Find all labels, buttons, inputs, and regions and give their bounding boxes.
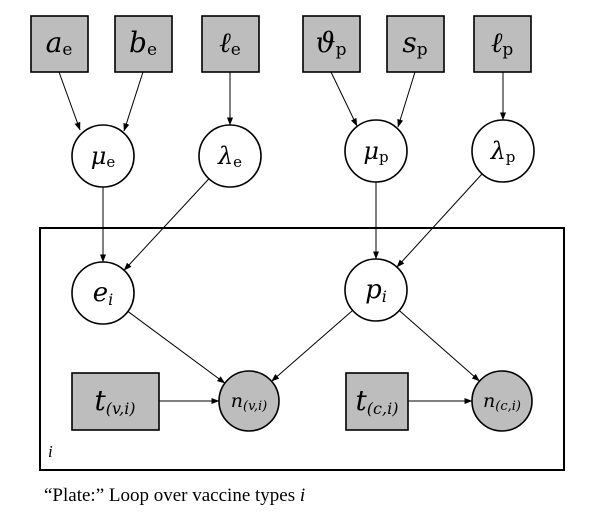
node-s-p-subscript: p — [417, 40, 428, 60]
svg-text:ϑp: ϑp — [316, 26, 347, 60]
node-e-i: ei — [71, 261, 135, 325]
caption-variable: i — [300, 485, 305, 506]
edge-p-i-to-n-ci — [398, 310, 480, 382]
edge-theta-p-to-mu-p — [330, 71, 358, 127]
node-n-v-i-subscript: (v,i) — [243, 399, 267, 414]
node-n-v-i-symbol: n — [231, 390, 243, 412]
caption-text: “Plate:” Loop over vaccine types — [44, 485, 300, 506]
svg-text:λp: λp — [490, 137, 516, 166]
svg-text:ei: ei — [93, 278, 114, 309]
edge-a-e-to-mu-e — [58, 71, 81, 131]
node-theta-p-subscript: p — [336, 40, 347, 60]
nodes-group: ae be ℓe ϑp sp — [30, 15, 535, 432]
node-ell-p-subscript: p — [502, 40, 513, 60]
node-t-c-i-symbol: t — [356, 384, 368, 417]
edges-group — [58, 71, 507, 405]
svg-text:t(v,i): t(v,i) — [94, 384, 135, 418]
edge-lambda-e-to-e-i — [123, 178, 210, 271]
svg-text:pi: pi — [365, 275, 387, 306]
node-lambda-e-symbol: λ — [217, 142, 233, 170]
plate-box — [39, 227, 565, 471]
node-p-i-symbol: p — [365, 275, 382, 305]
node-e-i-subscript: i — [108, 290, 113, 309]
svg-text:sp: sp — [402, 26, 427, 60]
node-t-v-i: t(v,i) — [71, 372, 160, 431]
node-lambda-e: λe — [198, 124, 262, 188]
node-t-c-i-subscript: (c,i) — [367, 399, 399, 418]
node-lambda-p-symbol: λ — [490, 137, 506, 165]
node-lambda-e-subscript: e — [233, 153, 242, 171]
edge-p-i-to-n-vi — [271, 310, 353, 382]
node-b-e: be — [114, 15, 173, 73]
svg-text:t(c,i): t(c,i) — [356, 384, 399, 418]
edge-b-e-to-mu-e — [123, 71, 144, 132]
node-t-v-i-subscript: (v,i) — [106, 399, 136, 418]
node-a-e: ae — [30, 15, 89, 73]
node-lambda-p: λp — [471, 119, 535, 183]
svg-text:ae: ae — [46, 26, 73, 60]
node-t-c-i: t(c,i) — [345, 372, 409, 431]
node-theta-p-symbol: ϑ — [316, 26, 336, 59]
node-n-v-i: n(v,i) — [218, 370, 280, 432]
svg-text:λe: λe — [217, 142, 242, 171]
plate-label: i — [48, 442, 53, 461]
node-ell-p-symbol: ℓ — [491, 26, 503, 59]
node-ell-p: ℓp — [473, 15, 532, 73]
node-ell-e-subscript: e — [231, 40, 241, 60]
node-mu-e: μe — [71, 124, 135, 188]
node-p-i: pi — [344, 258, 408, 322]
node-t-v-i-symbol: t — [94, 384, 106, 417]
node-s-p-symbol: s — [402, 26, 416, 59]
svg-text:ℓe: ℓe — [219, 26, 241, 60]
edge-s-p-to-mu-p — [397, 71, 416, 128]
node-a-e-subscript: e — [62, 40, 72, 60]
node-n-c-i-subscript: (c,i) — [495, 399, 521, 414]
svg-text:ℓp: ℓp — [491, 26, 514, 60]
node-mu-p-subscript: p — [379, 148, 389, 166]
svg-text:be: be — [129, 26, 157, 60]
node-theta-p: ϑp — [302, 15, 361, 73]
edge-e-i-to-n-vi — [127, 311, 226, 384]
node-b-e-symbol: b — [129, 26, 147, 59]
node-e-i-symbol: e — [93, 278, 108, 308]
svg-text:μe: μe — [91, 142, 116, 171]
node-ell-e: ℓe — [201, 15, 260, 73]
edge-lambda-p-to-p-i — [396, 173, 483, 268]
node-mu-e-symbol: μ — [91, 142, 107, 170]
node-a-e-symbol: a — [46, 26, 63, 59]
node-s-p: sp — [386, 15, 445, 73]
node-lambda-p-subscript: p — [506, 148, 516, 166]
caption: “Plate:” Loop over vaccine types i — [44, 485, 305, 506]
node-n-c-i-symbol: n — [483, 390, 495, 412]
node-mu-e-subscript: e — [106, 153, 115, 171]
svg-text:n(c,i): n(c,i) — [483, 390, 521, 414]
svg-text:n(v,i): n(v,i) — [231, 390, 268, 414]
svg-text:μp: μp — [363, 137, 388, 166]
node-mu-p: μp — [344, 119, 408, 183]
node-ell-e-symbol: ℓ — [219, 26, 231, 59]
node-b-e-subscript: e — [147, 40, 157, 60]
node-mu-p-symbol: μ — [363, 137, 379, 165]
node-p-i-subscript: i — [382, 287, 387, 306]
node-n-c-i: n(c,i) — [471, 370, 533, 432]
